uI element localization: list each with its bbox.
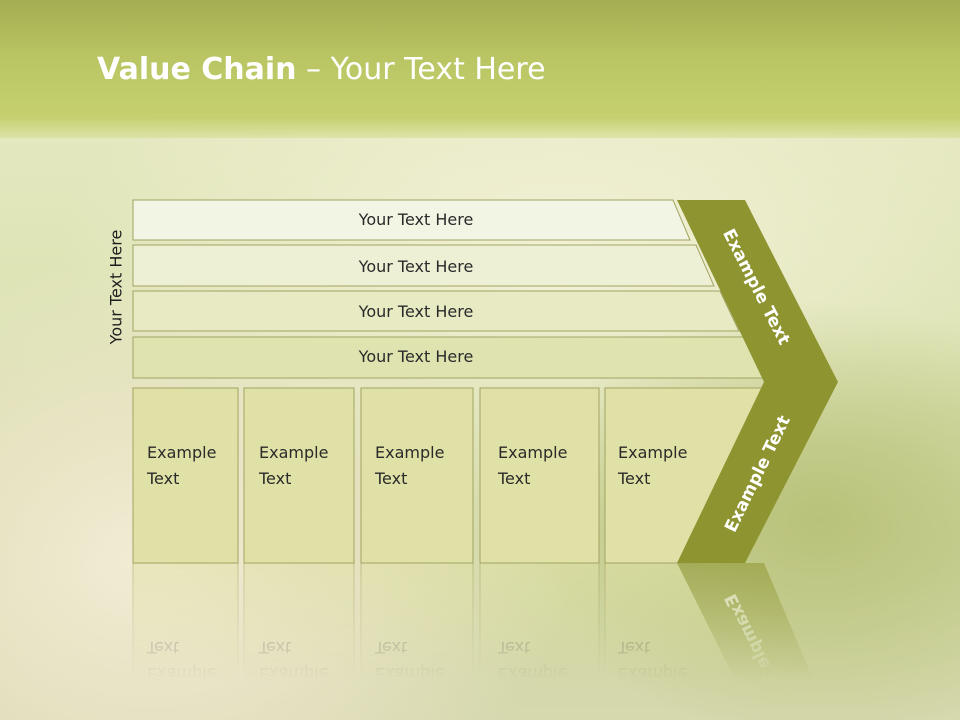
title-bold: Value Chain (97, 52, 297, 87)
svg-text:Text: Text (374, 638, 407, 657)
title-banner (0, 0, 960, 138)
activity-box-1 (132, 387, 239, 564)
svg-text:Example: Example (498, 664, 567, 683)
svg-text:Text: Text (258, 638, 291, 657)
svg-text:Example: Example (375, 664, 444, 683)
svg-text:Example: Example (147, 664, 216, 683)
activity-box-3 (360, 387, 474, 564)
svg-text:Example: Example (618, 664, 687, 683)
row-label-1: Your Text Here (358, 210, 474, 229)
box-5-line-1: Example (618, 443, 687, 462)
activity-box-2 (243, 387, 355, 564)
box-2-line-1: Example (259, 443, 328, 462)
row-label-4: Your Text Here (358, 347, 474, 366)
chevron-arrow (677, 200, 838, 563)
row-label-2: Your Text Here (358, 257, 474, 276)
row-bar-1 (132, 199, 691, 241)
svg-text:Text: Text (497, 638, 530, 657)
activity-box-4 (479, 387, 600, 564)
box-5-line-2: Text (617, 469, 650, 488)
svg-text:Text: Text (617, 638, 650, 657)
box-4-line-1: Example (498, 443, 567, 462)
box-3-line-1: Example (375, 443, 444, 462)
title-rest: – Your Text Here (296, 52, 546, 87)
diagram-reflection: Example Text Example Text Example Text E… (132, 562, 831, 720)
box-2-line-2: Text (258, 469, 291, 488)
box-1-line-2: Text (146, 469, 179, 488)
slide-title: Value Chain – Your Text Here (97, 52, 546, 87)
box-3-line-2: Text (374, 469, 407, 488)
row-bar-3 (132, 290, 740, 332)
box-4-line-2: Text (497, 469, 530, 488)
row-bar-2 (132, 244, 715, 287)
svg-text:Example: Example (259, 664, 328, 683)
row-label-3: Your Text Here (358, 302, 474, 321)
svg-text:Text: Text (146, 638, 179, 657)
box-1-line-1: Example (147, 443, 216, 462)
